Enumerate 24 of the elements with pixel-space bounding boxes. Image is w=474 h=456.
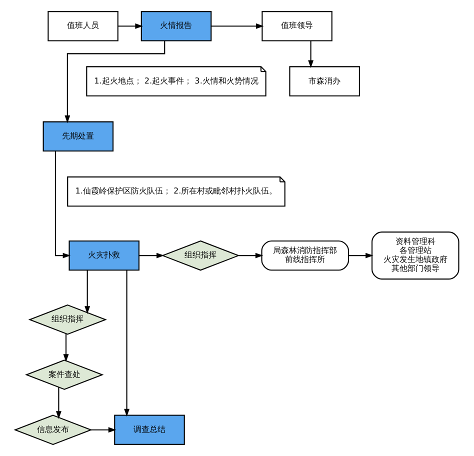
node-box: 值班人员	[48, 11, 118, 42]
arrow	[56, 387, 62, 419]
node-box: 资料管理科 各管理站 火灾发生地镇政府 其他部门领导	[372, 232, 460, 280]
arrow	[84, 270, 90, 314]
node-box: 局森林消防指挥部 前线指挥所	[261, 240, 350, 271]
arrow	[139, 252, 164, 258]
arrow	[90, 427, 116, 433]
arrow	[238, 252, 264, 258]
node-box: 市森消办	[289, 66, 360, 96]
node-box: 先期处置	[42, 121, 114, 152]
arrow	[124, 270, 130, 417]
node-diamond: 案件查处	[25, 360, 104, 390]
node-diamond: 组织指挥	[161, 240, 240, 271]
arrow	[54, 151, 71, 258]
arrow	[63, 334, 69, 362]
arrow	[118, 23, 143, 29]
node-diamond: 信息发布	[14, 414, 92, 445]
node-box: 调查总结	[114, 414, 185, 445]
node-box: 值班领导	[262, 11, 332, 42]
arrow	[211, 23, 264, 29]
node-box: 火灾扑救	[68, 240, 140, 271]
arrow	[348, 252, 374, 258]
node-box: 火情报告	[140, 11, 212, 42]
arrow	[308, 40, 314, 68]
